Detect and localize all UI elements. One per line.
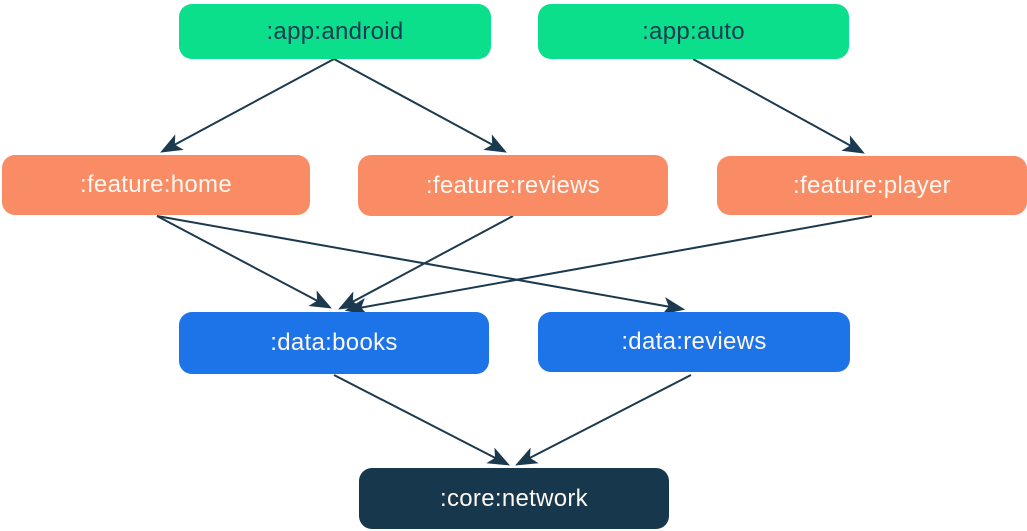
edge-data-reviews-to-core-network: [515, 374, 692, 466]
node-label-data-reviews: :data:reviews: [621, 328, 767, 355]
node-feature-home: :feature:home: [2, 155, 310, 215]
node-label-core-network: :core:network: [440, 484, 588, 512]
edge-data-books-to-core-network: [333, 374, 510, 466]
edge-feature-player-to-data-books: [344, 215, 873, 316]
node-app-auto: :app:auto: [538, 4, 849, 59]
node-label-data-books: :data:books: [270, 329, 398, 356]
node-core-network: :core:network: [359, 468, 669, 529]
edge-app-android-to-feature-reviews: [333, 58, 507, 153]
edge-app-auto-to-feature-player: [692, 58, 865, 154]
node-label-app-auto: :app:auto: [642, 17, 745, 45]
node-label-feature-home: :feature:home: [80, 171, 232, 198]
edge-feature-reviews-to-data-books: [338, 215, 514, 310]
edge-feature-home-to-data-books: [156, 215, 332, 309]
node-app-android: :app:android: [179, 4, 491, 59]
node-feature-reviews: :feature:reviews: [358, 155, 668, 216]
node-label-app-android: :app:android: [266, 17, 404, 45]
node-label-feature-player: :feature:player: [793, 171, 951, 199]
edge-feature-home-to-data-reviews: [156, 215, 686, 315]
node-data-reviews: :data:reviews: [538, 312, 850, 372]
node-feature-player: :feature:player: [717, 156, 1027, 215]
node-label-feature-reviews: :feature:reviews: [425, 171, 601, 199]
edge-app-android-to-feature-home: [160, 58, 335, 153]
node-data-books: :data:books: [179, 312, 489, 374]
